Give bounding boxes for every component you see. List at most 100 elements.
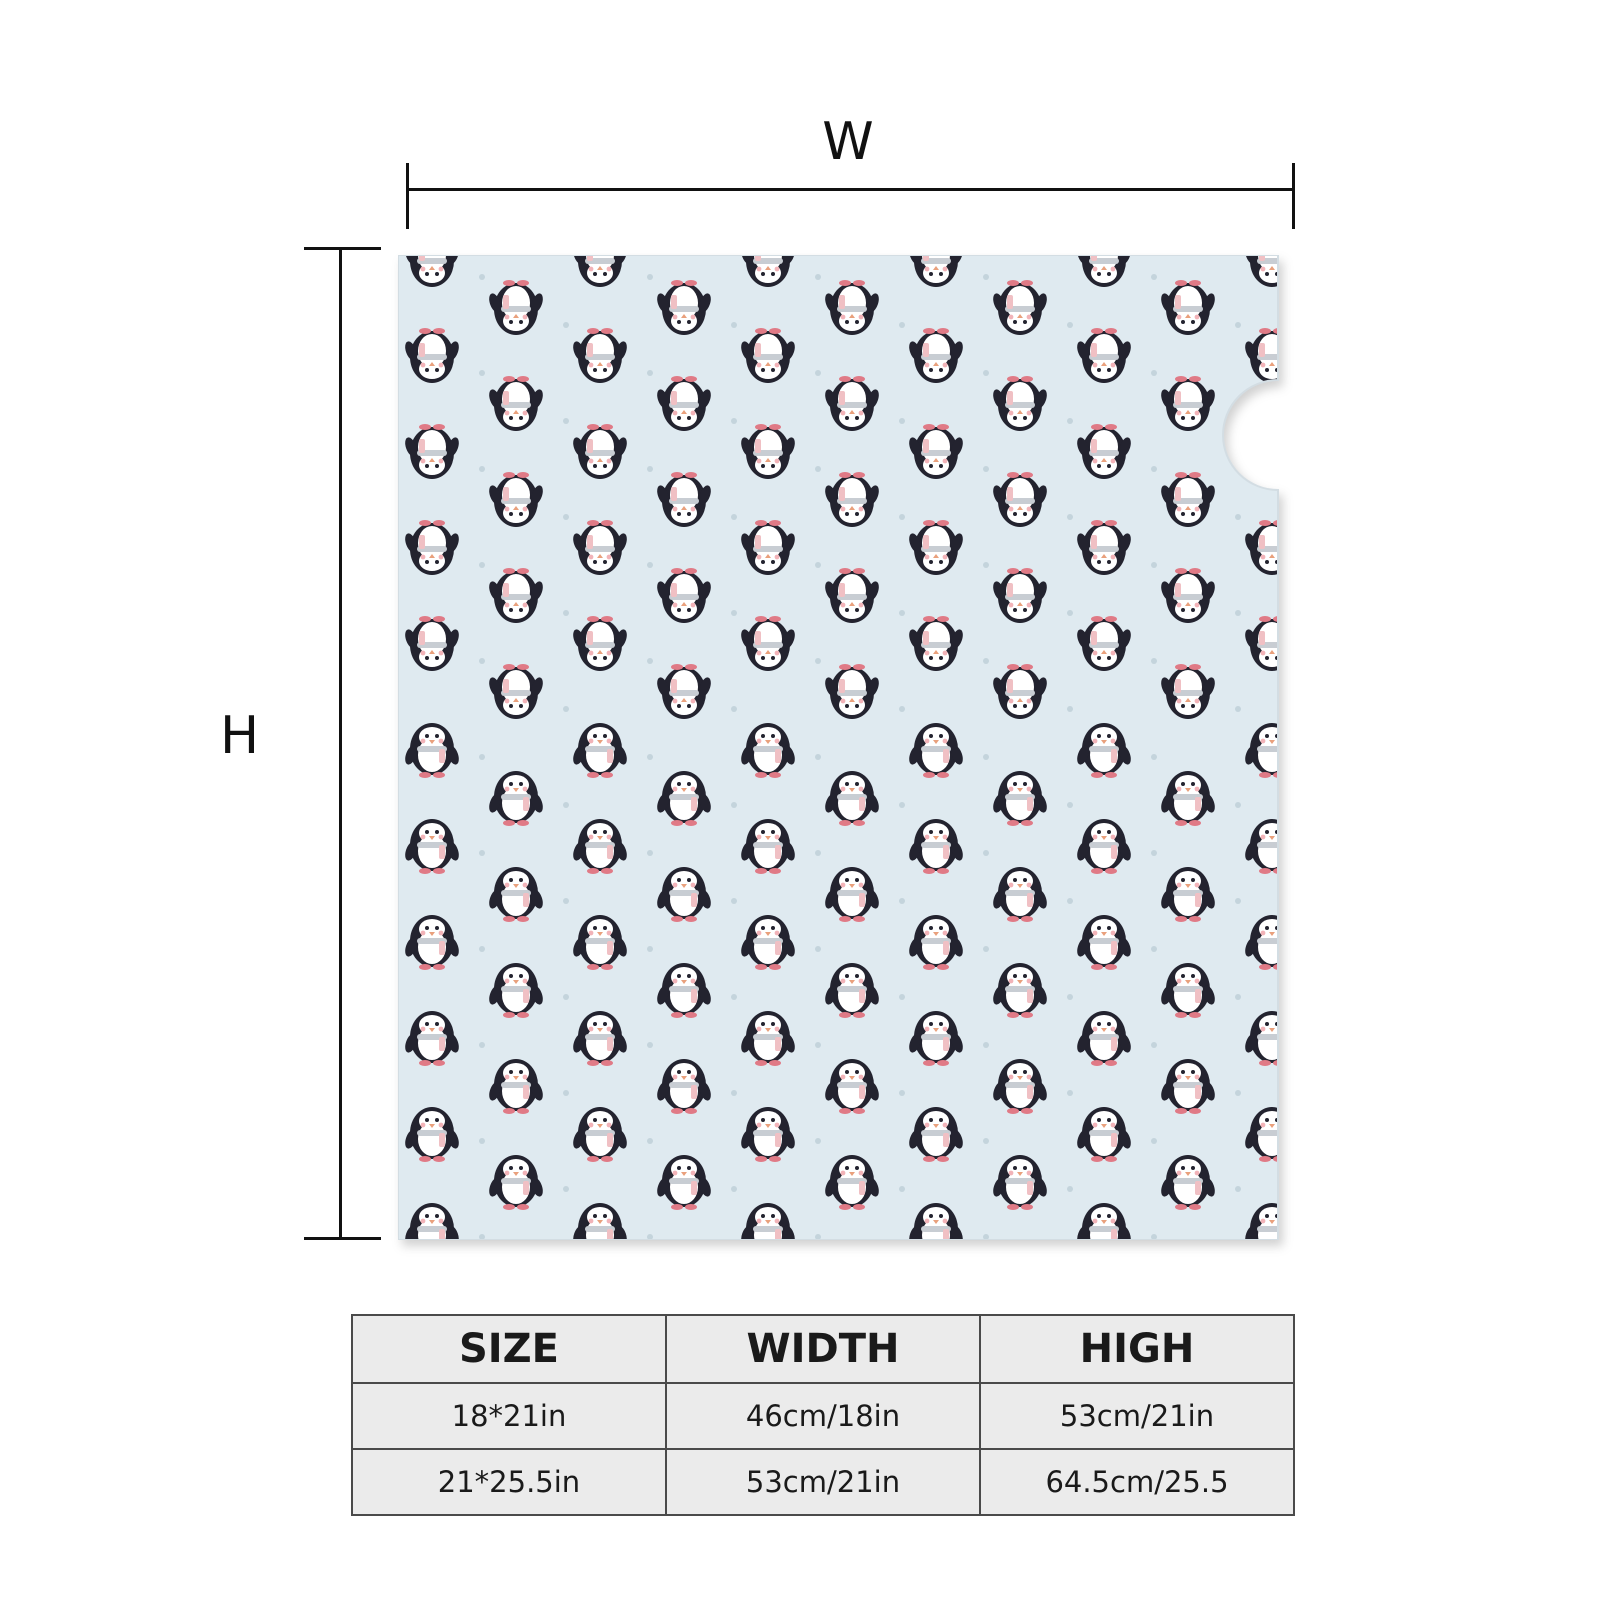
snow-dot	[815, 274, 821, 280]
penguin-icon	[1242, 424, 1278, 479]
snow-dot	[1067, 802, 1073, 808]
cell-width: 53cm/21in	[665, 1448, 981, 1516]
snow-dot	[647, 1042, 653, 1048]
snow-dot	[899, 994, 905, 1000]
snow-dot	[479, 466, 485, 472]
width-tick-left	[406, 163, 409, 229]
snow-dot	[563, 322, 569, 328]
snow-dot	[731, 1090, 737, 1096]
snow-dot	[815, 946, 821, 952]
width-dimension-line	[407, 188, 1294, 191]
snow-dot	[563, 1090, 569, 1096]
size-table: SIZE WIDTH HIGH 18*21in 46cm/18in 53cm/2…	[351, 1314, 1295, 1516]
height-label: H	[220, 706, 260, 766]
snow-dot	[1151, 466, 1157, 472]
snow-dot	[1067, 898, 1073, 904]
snow-dot	[899, 610, 905, 616]
snow-dot	[899, 1090, 905, 1096]
cover-outline	[398, 255, 1279, 1240]
snow-dot	[479, 274, 485, 280]
snow-dot	[1151, 658, 1157, 664]
snow-dot	[647, 946, 653, 952]
snow-dot	[983, 562, 989, 568]
snow-dot	[731, 1186, 737, 1192]
cell-size: 18*21in	[351, 1382, 667, 1450]
snow-dot	[647, 466, 653, 472]
cell-width: 46cm/18in	[665, 1382, 981, 1450]
snow-dot	[1151, 946, 1157, 952]
snow-dot	[983, 1234, 989, 1240]
snow-dot	[899, 514, 905, 520]
height-tick-bottom	[304, 1237, 381, 1240]
snow-dot	[731, 706, 737, 712]
snow-dot	[647, 562, 653, 568]
snow-dot	[1067, 994, 1073, 1000]
snow-dot	[899, 418, 905, 424]
snow-dot	[479, 1042, 485, 1048]
table-row: 18*21in 46cm/18in 53cm/21in	[351, 1382, 1295, 1450]
header-high: HIGH	[979, 1314, 1295, 1384]
snow-dot	[731, 418, 737, 424]
snow-dot	[563, 514, 569, 520]
snow-dot	[815, 370, 821, 376]
snow-dot	[815, 466, 821, 472]
snow-dot	[983, 754, 989, 760]
snow-dot	[983, 274, 989, 280]
snow-dot	[1235, 898, 1241, 904]
snow-dot	[1067, 706, 1073, 712]
snow-dot	[563, 706, 569, 712]
snow-dot	[563, 994, 569, 1000]
snow-dot	[1067, 1186, 1073, 1192]
snow-dot	[815, 562, 821, 568]
snow-dot	[1235, 322, 1241, 328]
snow-dot	[479, 754, 485, 760]
snow-dot	[1151, 274, 1157, 280]
snow-dot	[983, 850, 989, 856]
snow-dot	[899, 802, 905, 808]
snow-dot	[1151, 1234, 1157, 1240]
snow-dot	[1067, 1090, 1073, 1096]
snow-dot	[1151, 850, 1157, 856]
snow-dot	[899, 1186, 905, 1192]
width-tick-right	[1292, 163, 1295, 229]
snow-dot	[1151, 1138, 1157, 1144]
snow-dot	[479, 562, 485, 568]
size-table-header-row: SIZE WIDTH HIGH	[351, 1314, 1295, 1384]
snow-dot	[815, 658, 821, 664]
snow-dot	[731, 514, 737, 520]
snow-dots	[479, 274, 1241, 1240]
snow-dot	[479, 1138, 485, 1144]
snow-dot	[815, 754, 821, 760]
snow-dot	[479, 370, 485, 376]
snow-dot	[647, 274, 653, 280]
snow-dot	[1067, 514, 1073, 520]
snow-dot	[815, 1042, 821, 1048]
snow-dot	[1151, 1042, 1157, 1048]
snow-dot	[731, 322, 737, 328]
snow-dot	[983, 946, 989, 952]
snow-dot	[479, 946, 485, 952]
cell-high: 64.5cm/25.5	[979, 1448, 1295, 1516]
snow-dot	[731, 802, 737, 808]
cell-size: 21*25.5in	[351, 1448, 667, 1516]
snow-dot	[1151, 754, 1157, 760]
snow-dot	[1067, 418, 1073, 424]
snow-dot	[731, 994, 737, 1000]
snow-dot	[1235, 706, 1241, 712]
penguin-pattern-cover	[398, 255, 1279, 1240]
snow-dot	[1151, 370, 1157, 376]
snow-dot	[899, 322, 905, 328]
snow-dot	[479, 658, 485, 664]
snow-dot	[1235, 802, 1241, 808]
snow-dot	[563, 418, 569, 424]
snow-dot	[983, 466, 989, 472]
height-dimension-line	[339, 248, 342, 1238]
snow-dot	[1067, 322, 1073, 328]
snow-dot	[815, 1138, 821, 1144]
snow-dot	[1067, 610, 1073, 616]
snow-dot	[1235, 514, 1241, 520]
snow-dot	[731, 898, 737, 904]
snow-dot	[479, 850, 485, 856]
snow-dot	[479, 1234, 485, 1240]
snow-dot	[647, 370, 653, 376]
